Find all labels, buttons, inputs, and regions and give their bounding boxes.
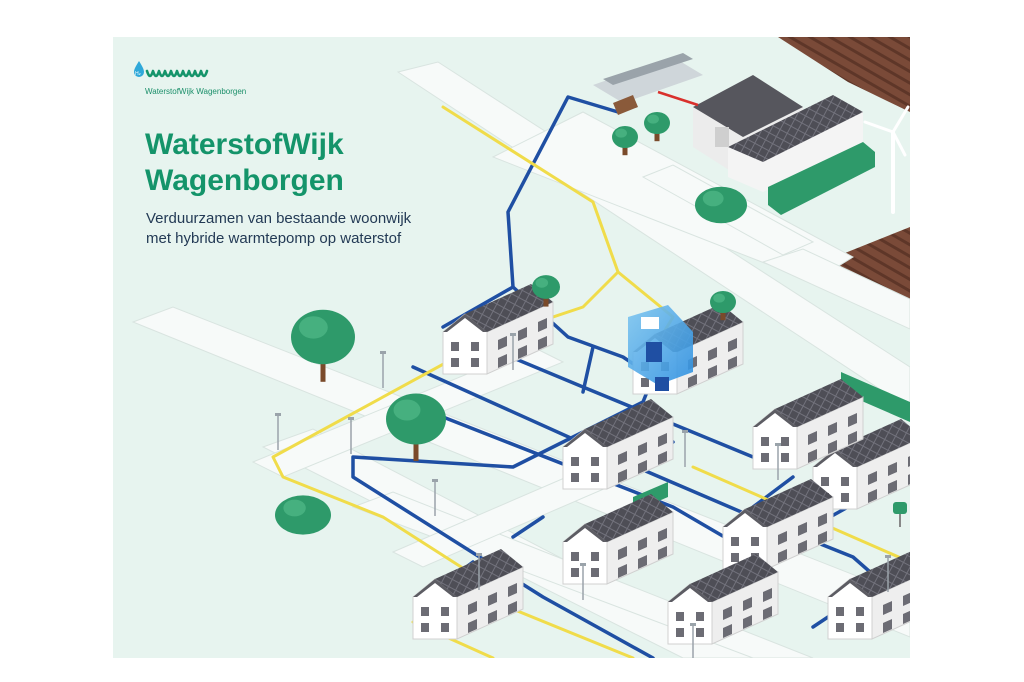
poster: H₂ WaterstofWijk Wagenborgen WaterstofWi…: [113, 37, 910, 658]
house-h: [667, 554, 779, 645]
street-lamp-icon: [476, 553, 482, 590]
street-lamp-icon: [348, 417, 354, 454]
street-lamp-icon: [885, 555, 891, 592]
house-e: [722, 479, 834, 570]
house-c: [562, 399, 674, 490]
street-lamp-icon: [580, 563, 586, 600]
title-line-1: WaterstofWijk: [145, 128, 344, 161]
bushes: [275, 186, 747, 535]
tree-4: [710, 290, 736, 321]
house-g: [827, 551, 910, 640]
street-lamp-icon: [775, 443, 781, 480]
tree-6: [644, 111, 670, 142]
house-a: [442, 284, 554, 375]
title-line-2: Wagenborgen: [145, 164, 344, 197]
trees: [291, 111, 736, 461]
wind-turbine-icon: [863, 105, 910, 214]
tree-2: [386, 393, 446, 461]
street-lamp-icon: [682, 430, 688, 467]
gas-tank-icon: [893, 502, 907, 527]
page-title: WaterstofWijk Wagenborgen: [145, 127, 344, 199]
brand-logo-icon: H₂: [134, 61, 209, 78]
street-lamp-icon: [690, 623, 696, 658]
tree-3: [532, 275, 560, 307]
tree-1: [291, 309, 355, 382]
svg-text:H₂: H₂: [135, 71, 141, 77]
brand-name: WaterstofWijk Wagenborgen: [145, 87, 247, 96]
street-lamp-icon: [432, 479, 438, 516]
street-lamps: [275, 333, 891, 658]
street-lamp-icon: [380, 351, 386, 388]
street-lamp-icon: [275, 413, 281, 450]
hydrogen-station: [628, 305, 693, 391]
bush-1: [695, 186, 747, 224]
farm-field-top: [778, 37, 910, 112]
subtitle-line-1: Verduurzamen van bestaande woonwijk: [146, 210, 412, 227]
page-subtitle: Verduurzamen van bestaande woonwijk met …: [146, 209, 411, 249]
hydrogen-plant: [593, 53, 703, 115]
bush-2: [275, 495, 331, 535]
houses: [412, 284, 910, 645]
farm-buildings: [693, 75, 863, 192]
house-j: [752, 379, 864, 470]
street-lamp-icon: [510, 333, 516, 370]
subtitle-line-2: met hybride warmtepomp op waterstof: [146, 230, 402, 247]
tree-5: [612, 125, 638, 156]
house-f: [562, 494, 674, 585]
neighbourhood-illustration: [131, 37, 910, 658]
